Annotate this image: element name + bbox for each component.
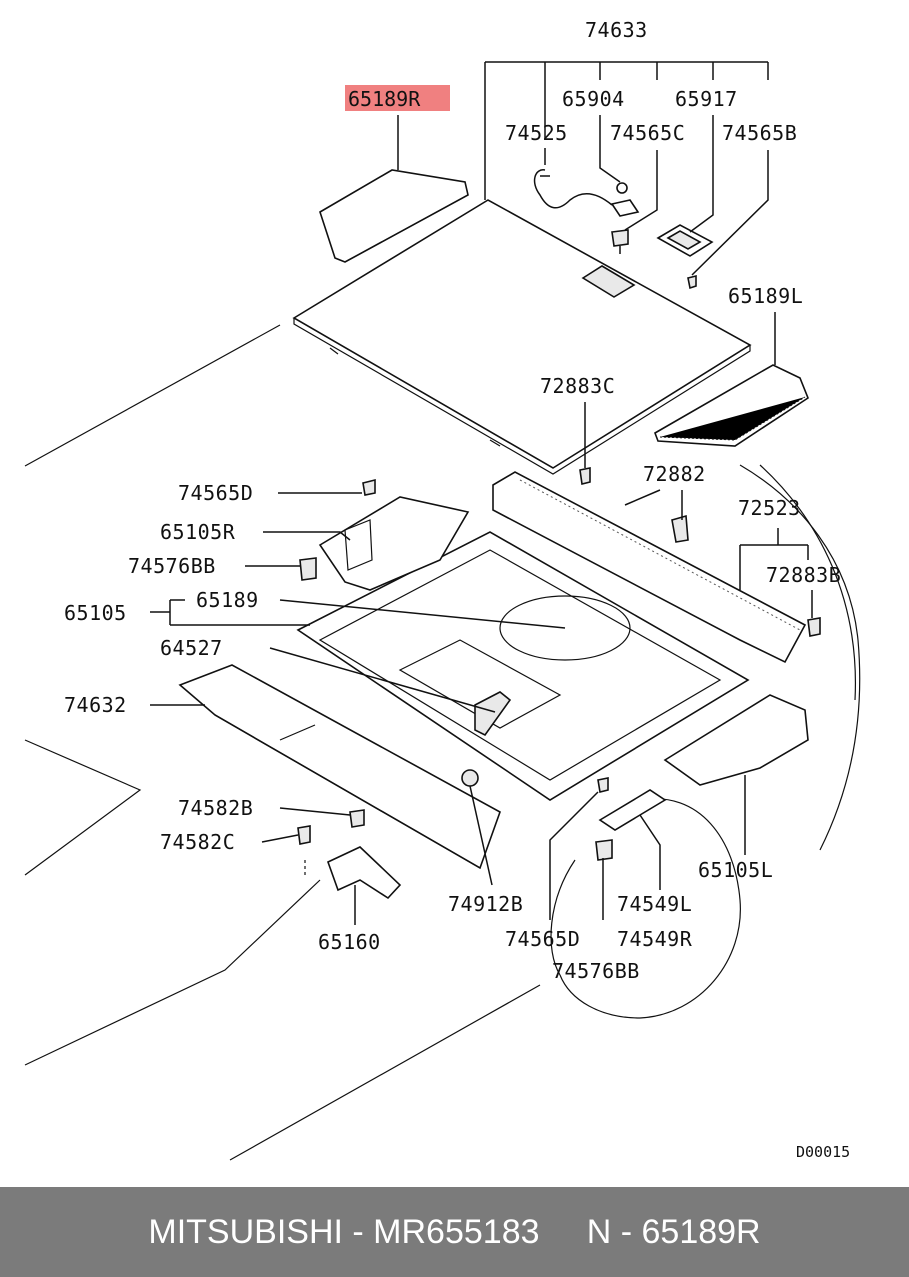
cover-74632[interactable] (178, 664, 501, 870)
part-labels: 74633 65189R 65904 65917 74525 74565C 74… (64, 18, 850, 1161)
label-74549R[interactable]: 74549R (617, 927, 693, 951)
leader-lines (150, 61, 813, 925)
label-72882[interactable]: 72882 (643, 462, 706, 486)
diagram-code: D00015 (796, 1143, 850, 1161)
label-72883B[interactable]: 72883B (766, 563, 841, 587)
label-65189L[interactable]: 65189L (728, 284, 803, 308)
strap-74525[interactable] (533, 169, 613, 209)
floor-board-74633[interactable] (292, 199, 752, 475)
label-64527[interactable]: 64527 (160, 636, 223, 660)
label-74525[interactable]: 74525 (505, 121, 568, 145)
side-board-65189L[interactable] (654, 364, 809, 447)
side-board-65189R[interactable] (319, 169, 469, 263)
label-65904[interactable]: 65904 (562, 87, 625, 111)
sill-trim-72523[interactable] (492, 471, 807, 664)
tray-64527[interactable] (296, 531, 750, 801)
vehicle-outline (24, 324, 861, 1161)
label-74565D-top[interactable]: 74565D (178, 481, 253, 505)
label-65917[interactable]: 65917 (675, 87, 738, 111)
label-72523[interactable]: 72523 (738, 496, 801, 520)
clip-65904[interactable] (610, 182, 640, 217)
label-74582C[interactable]: 74582C (160, 830, 235, 854)
pocket-65105L[interactable] (663, 694, 809, 786)
label-74565B[interactable]: 74565B (722, 121, 797, 145)
screw-74565B[interactable] (687, 274, 697, 290)
footer-bar: MITSUBISHI - MR655183 N - 65189R (0, 1187, 909, 1277)
label-72883C[interactable]: 72883C (540, 374, 615, 398)
label-74582B[interactable]: 74582B (178, 796, 253, 820)
label-74576BB-left[interactable]: 74576BB (128, 554, 216, 578)
label-65105[interactable]: 65105 (64, 601, 127, 625)
footer-text: MITSUBISHI - MR655183 N - 65189R (148, 1212, 761, 1251)
label-65105R[interactable]: 65105R (160, 520, 236, 544)
label-74549L[interactable]: 74549L (617, 892, 692, 916)
label-74912B[interactable]: 74912B (448, 892, 523, 916)
parts-diagram: 74633 65189R 65904 65917 74525 74565C 74… (24, 18, 861, 1161)
pocket-65105R[interactable] (318, 496, 470, 591)
label-65160[interactable]: 65160 (318, 930, 381, 954)
label-74565C[interactable]: 74565C (610, 121, 685, 145)
label-74565D-bottom[interactable]: 74565D (505, 927, 580, 951)
label-65189R[interactable]: 65189R (348, 87, 421, 111)
label-74633[interactable]: 74633 (585, 18, 648, 42)
label-65105L[interactable]: 65105L (698, 858, 773, 882)
fasteners (297, 467, 821, 861)
highlight-box (345, 85, 450, 111)
bracket-65160[interactable] (304, 846, 402, 900)
screw-74565C[interactable] (611, 229, 629, 254)
label-74576BB-bottom[interactable]: 74576BB (552, 959, 640, 983)
label-74632[interactable]: 74632 (64, 693, 127, 717)
label-65189[interactable]: 65189 (196, 588, 259, 612)
handle-65917[interactable] (656, 224, 714, 257)
